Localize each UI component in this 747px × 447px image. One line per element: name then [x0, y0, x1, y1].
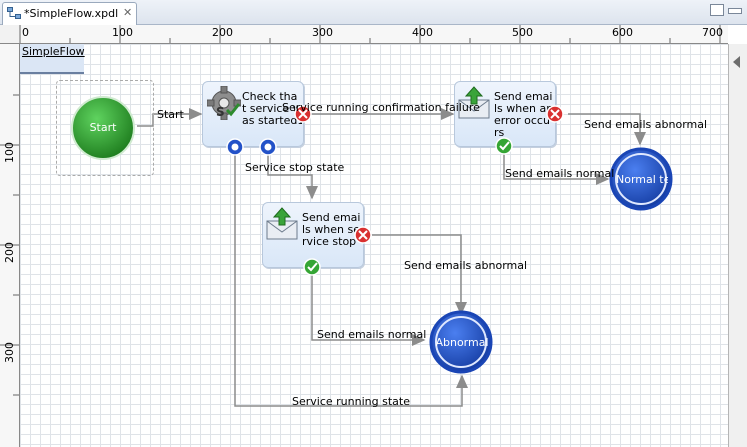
- transition-abnormal-mid: [372, 234, 467, 316]
- transition-normal-top: [503, 153, 610, 185]
- start-event-selection: [56, 80, 154, 176]
- ruler-tick-label: 600: [612, 26, 633, 39]
- ruler-corner: [0, 25, 20, 44]
- ruler-tick-label: 200: [212, 26, 233, 39]
- transition-label-abnormal-mid[interactable]: Send emails abnormal: [404, 259, 528, 272]
- activity-send-error-label: Send emai ls when an error occu rs: [494, 91, 552, 139]
- tab-simpleflow[interactable]: *SimpleFlow.xpdl ✕: [2, 2, 137, 25]
- email-upload-icon: [266, 207, 298, 240]
- email-upload-icon: [458, 86, 490, 119]
- close-icon[interactable]: ✕: [123, 6, 133, 19]
- palette-toggle[interactable]: [728, 44, 747, 447]
- ruler-tick-label: 500: [512, 26, 533, 39]
- transition-label-normal-mid[interactable]: Send emails normal: [317, 328, 427, 341]
- transition-label-running-state[interactable]: Service running state: [292, 395, 410, 408]
- activity-check-service[interactable]: S Check tha t service w as started1: [202, 81, 304, 147]
- ruler-tick-label: 700: [702, 26, 723, 39]
- transition-abnormal-top: [568, 113, 646, 146]
- activity-send-error[interactable]: Send emai ls when an error occu rs: [454, 81, 556, 147]
- ruler-tick-label: 300: [312, 26, 333, 39]
- ruler-tick-label: 400: [412, 26, 433, 39]
- transition-label-failure[interactable]: Service running confirmation failure: [282, 101, 480, 114]
- transition-running-state: [234, 154, 468, 407]
- transition-stop-state: [267, 154, 318, 200]
- transition-normal-mid: [311, 274, 426, 346]
- activity-send-stop[interactable]: Send emai ls when se rvice stop: [262, 202, 364, 268]
- ruler-tick-label: 300: [3, 342, 16, 363]
- ruler-tick-label: 0: [22, 26, 29, 39]
- minimize-icon[interactable]: [728, 8, 742, 14]
- diagram-canvas[interactable]: SimpleFlow: [20, 44, 728, 447]
- transition-label-normal-top[interactable]: Send emails normal: [505, 167, 615, 180]
- connectors-layer: [137, 108, 646, 407]
- ruler-tick-label: 200: [3, 242, 16, 263]
- vertical-ruler: 100 200 300: [0, 44, 20, 447]
- gear-icon: S: [207, 86, 241, 120]
- maximize-icon[interactable]: [710, 4, 724, 16]
- end-event-abnormal-label[interactable]: Abnormal: [435, 336, 489, 349]
- ruler-tick-label: 100: [3, 142, 16, 163]
- horizontal-ruler: 0 100 200 300 400 500 600 700: [19, 25, 728, 44]
- start-event-label[interactable]: Start: [89, 121, 117, 134]
- end-event-normal-label[interactable]: Normal te: [616, 173, 668, 186]
- pool-label[interactable]: SimpleFlow: [20, 44, 85, 74]
- transition-label-abnormal-top[interactable]: Send emails abnormal: [584, 118, 708, 131]
- tab-title: *SimpleFlow.xpdl: [24, 7, 119, 20]
- ruler-tick-label: 100: [112, 26, 133, 39]
- transition-label-start[interactable]: Start: [157, 108, 184, 121]
- process-file-icon: [7, 7, 21, 19]
- svg-text:S: S: [216, 105, 225, 119]
- process-editor: 0 100 200 300 400 500 600 700 100 200: [0, 25, 747, 447]
- activity-send-stop-label: Send emai ls when se rvice stop: [302, 212, 360, 248]
- chevron-left-icon[interactable]: [733, 56, 740, 68]
- transition-label-stop-state[interactable]: Service stop state: [245, 161, 345, 174]
- editor-tab-bar: *SimpleFlow.xpdl ✕: [0, 0, 747, 25]
